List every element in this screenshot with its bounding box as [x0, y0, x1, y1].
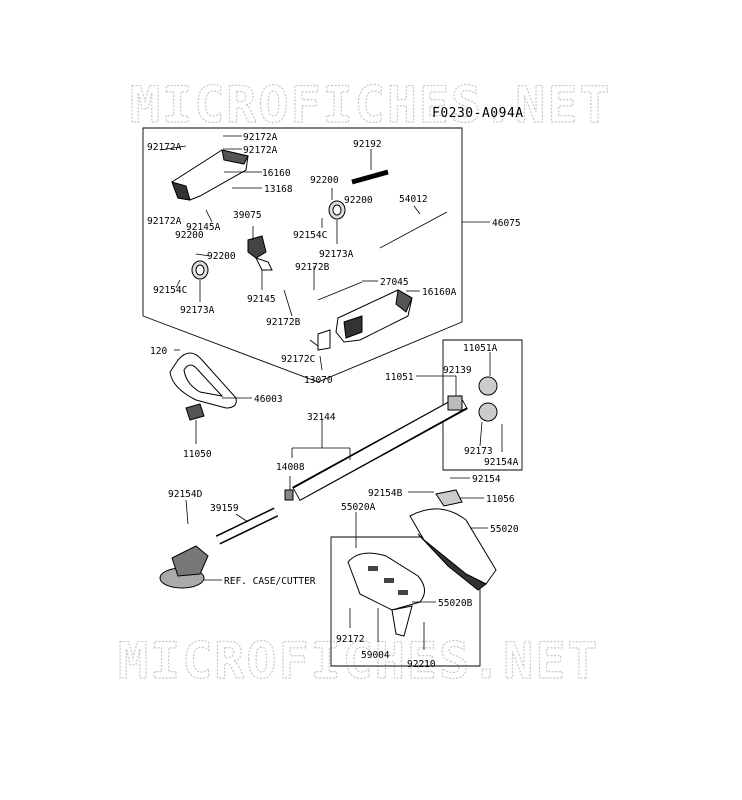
label-46003: 46003 [254, 394, 283, 405]
label-92145a: 92145A [186, 222, 221, 233]
label-92173a-a: 92173A [180, 305, 215, 316]
label-92200-c: 92200 [310, 175, 339, 186]
label-92200-d: 92200 [344, 195, 373, 206]
label-92154d: 92154D [168, 489, 203, 500]
label-92200-b: 92200 [207, 251, 236, 262]
label-92172b-a: 92172B [295, 262, 330, 273]
label-55020b: 55020B [438, 598, 473, 609]
label-92154c-b: 92154C [293, 230, 327, 241]
handle-16160 [171, 149, 249, 201]
label-92154b: 92154B [368, 488, 403, 499]
label-92210: 92210 [407, 659, 436, 670]
leader-lines [159, 135, 503, 650]
label-92154: 92154 [472, 474, 501, 485]
label-13070: 13070 [304, 375, 333, 386]
label-55020a: 55020A [341, 502, 376, 513]
clamp-right-92173a [328, 200, 346, 220]
label-92145: 92145 [247, 294, 276, 305]
label-92172a-2: 92172A [243, 145, 278, 156]
drive-shaft-39159 [215, 507, 279, 545]
label-92192: 92192 [353, 139, 382, 150]
handle-group-outline [142, 127, 463, 383]
label-92154c-a: 92154C [153, 285, 187, 296]
label-54012: 54012 [399, 194, 428, 205]
label-16160: 16160 [262, 168, 291, 179]
label-55020: 55020 [490, 524, 519, 535]
sleeve-11051 [447, 395, 463, 411]
shield-box [330, 536, 481, 667]
label-ref-case-cutter: REF. CASE/CUTTER [224, 576, 316, 587]
spring-92192 [351, 169, 389, 185]
bracket-11056 [435, 489, 463, 507]
label-11051: 11051 [385, 372, 414, 383]
label-46075: 46075 [492, 218, 521, 229]
label-92172a-3: 92172A [147, 142, 182, 153]
label-32144: 32144 [307, 412, 336, 423]
label-92172c: 92172C [281, 354, 315, 365]
label-11051a: 11051A [463, 343, 498, 354]
guard-55020a [347, 552, 425, 611]
gear-case [159, 545, 209, 589]
diagram-code: F0230-A094A [432, 106, 524, 121]
label-120: 120 [150, 346, 167, 357]
handle-16160a [335, 289, 413, 343]
watermark-top: MICROFICHES.NET [130, 76, 612, 134]
label-92173a-b: 92173A [319, 249, 354, 260]
label-27045: 27045 [380, 277, 409, 288]
cable-27045 [317, 281, 363, 301]
blade-59004 [391, 605, 413, 637]
label-16160a: 16160A [422, 287, 457, 298]
label-92172a-1: 92172A [243, 132, 278, 143]
label-14008: 14008 [276, 462, 305, 473]
label-11056: 11056 [486, 494, 515, 505]
label-92172: 92172 [336, 634, 365, 645]
watermark-bottom: MICROFICHES.NET [118, 632, 600, 690]
trigger-39075 [247, 235, 273, 271]
label-39159: 39159 [210, 503, 239, 514]
shaft-end-box [442, 339, 523, 471]
shaft-32144 [292, 394, 468, 502]
label-92172a-4: 92172A [147, 216, 182, 227]
shield-55020 [409, 508, 497, 591]
label-92154a: 92154A [484, 457, 519, 468]
coupling-14008 [284, 489, 294, 501]
label-59004: 59004 [361, 650, 390, 661]
label-92173: 92173 [464, 446, 493, 457]
label-13168: 13168 [264, 184, 293, 195]
loop-handle-46003 [169, 352, 237, 421]
label-92139: 92139 [443, 365, 472, 376]
clamp-left-92173a [191, 260, 209, 280]
label-39075: 39075 [233, 210, 262, 221]
clamp-11051a [478, 376, 498, 422]
bracket-13070 [317, 329, 331, 351]
cable-54012 [379, 211, 448, 249]
label-92200-a: 92200 [175, 230, 204, 241]
label-92172b-b: 92172B [266, 317, 301, 328]
label-11050: 11050 [183, 449, 212, 460]
